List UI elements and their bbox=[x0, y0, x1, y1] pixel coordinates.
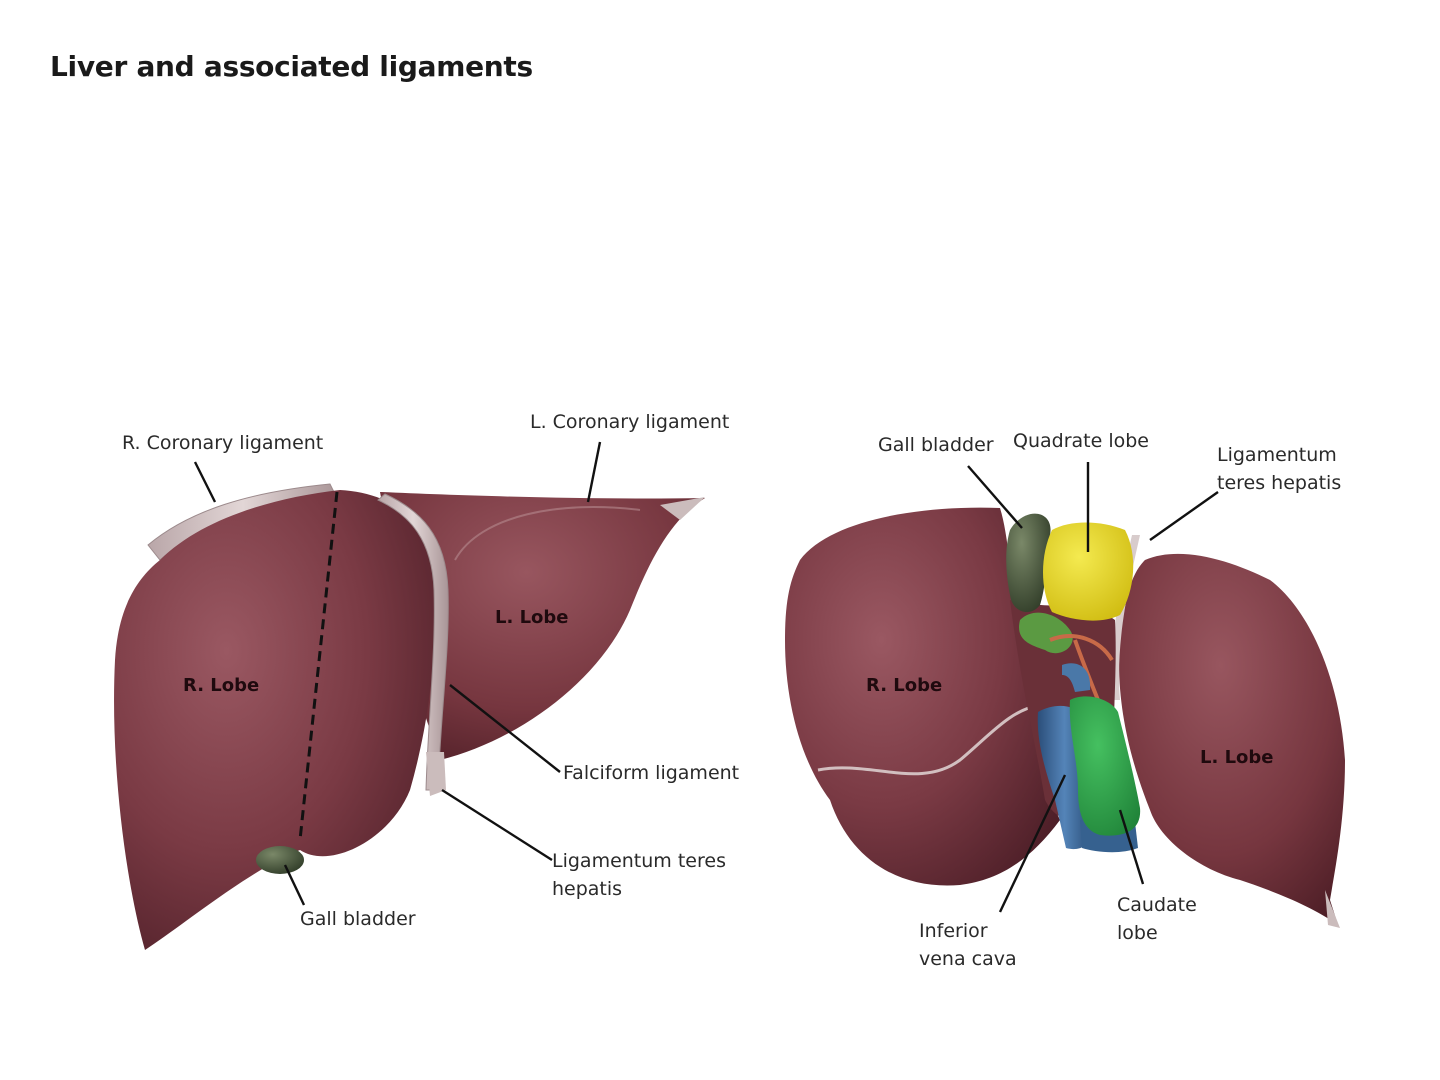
inferior-left-tip bbox=[1325, 890, 1340, 928]
inferior-gall-bladder-label: Gall bladder bbox=[878, 434, 994, 456]
caudate-label-line1: Caudate bbox=[1117, 894, 1197, 916]
inferior-lig-teres-label-line1: Ligamentum bbox=[1217, 444, 1337, 466]
right-lobe-shape bbox=[114, 490, 435, 950]
inferior-r-lobe-label: R. Lobe bbox=[866, 675, 942, 696]
caudate-label-line2: lobe bbox=[1117, 922, 1158, 944]
anterior-liver-view: R. Coronary ligament L. Coronary ligamen… bbox=[114, 411, 739, 950]
quadrate-lobe-label: Quadrate lobe bbox=[1013, 430, 1149, 452]
l-coronary-label: L. Coronary ligament bbox=[530, 411, 729, 433]
lig-teres-leader bbox=[442, 790, 552, 860]
lig-teres-label-line2: hepatis bbox=[552, 878, 622, 900]
inferior-l-lobe-label: L. Lobe bbox=[1200, 747, 1274, 768]
ivc-label-line1: Inferior bbox=[919, 920, 988, 942]
r-coronary-label: R. Coronary ligament bbox=[122, 432, 323, 454]
r-lobe-label: R. Lobe bbox=[183, 675, 259, 696]
r-coronary-leader bbox=[195, 462, 215, 502]
inferior-left-lobe-shape bbox=[1119, 554, 1345, 925]
inferior-liver-view: Gall bladder Quadrate lobe Ligamentum te… bbox=[785, 430, 1345, 970]
falciform-label: Falciform ligament bbox=[563, 762, 739, 784]
l-lobe-label: L. Lobe bbox=[495, 607, 569, 628]
l-coronary-leader bbox=[588, 442, 600, 502]
gall-bladder-label-anterior: Gall bladder bbox=[300, 908, 416, 930]
inferior-lig-teres-label-line2: teres hepatis bbox=[1217, 472, 1341, 494]
lig-teres-label-line1: Ligamentum teres bbox=[552, 850, 726, 872]
ivc-label-line2: vena cava bbox=[919, 948, 1017, 970]
gall-bladder-anterior-shape bbox=[256, 846, 304, 874]
inferior-lig-teres-leader bbox=[1150, 492, 1218, 540]
